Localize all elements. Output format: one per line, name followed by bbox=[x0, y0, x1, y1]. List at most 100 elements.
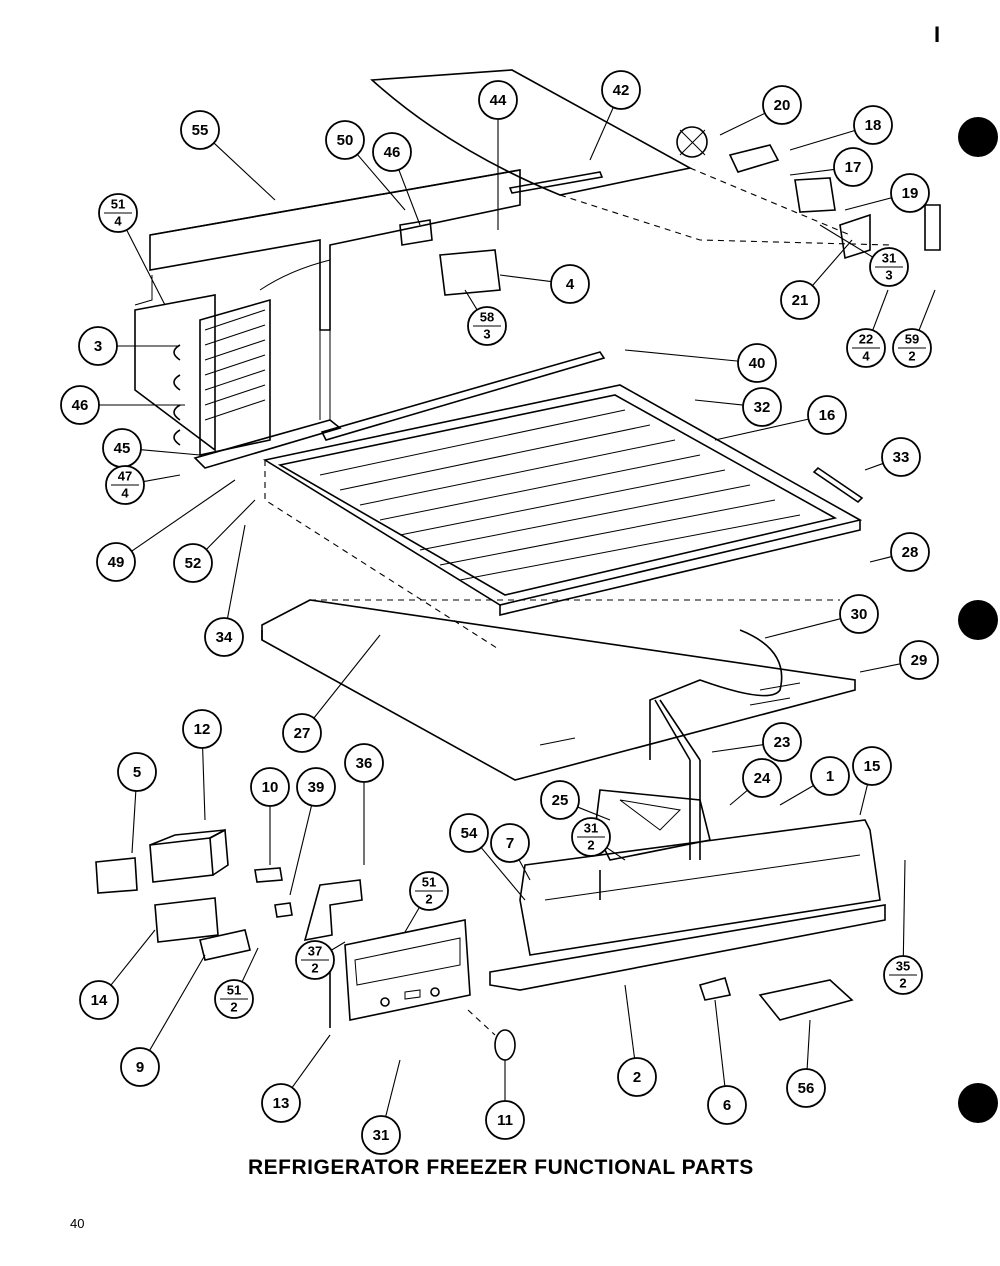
binder-hole-top bbox=[958, 117, 998, 157]
callout-part-number: 51 bbox=[422, 874, 436, 889]
callout-c46b: 46 bbox=[60, 385, 185, 425]
callout-part-number: 11 bbox=[497, 1112, 513, 1129]
callout-leader-line bbox=[241, 947, 259, 983]
callout-quantity: 3 bbox=[885, 267, 892, 282]
callout-c2: 2 bbox=[617, 984, 657, 1097]
callout-circle bbox=[899, 640, 939, 680]
callout-part-number: 16 bbox=[819, 407, 836, 424]
callout-circle bbox=[890, 173, 930, 213]
callout-circle bbox=[881, 437, 921, 477]
corner-mark: I bbox=[934, 22, 940, 47]
callout-circle bbox=[742, 387, 782, 427]
callout-circle bbox=[60, 385, 100, 425]
callout-leader-line bbox=[729, 789, 748, 806]
callout-part-number: 45 bbox=[114, 440, 131, 457]
side-rail bbox=[812, 466, 864, 504]
callout-leader-line bbox=[844, 197, 892, 211]
callout-part-number: 7 bbox=[506, 835, 514, 852]
callout-c3: 3 bbox=[78, 326, 178, 366]
callout-quantity: 2 bbox=[899, 975, 906, 990]
callout-leader-line bbox=[404, 907, 420, 933]
callout-c27: 27 bbox=[282, 634, 381, 753]
callout-leader-line bbox=[789, 129, 855, 151]
callout-circle bbox=[449, 813, 489, 853]
callout-circle bbox=[250, 767, 290, 807]
callout-part-number: 46 bbox=[72, 397, 89, 414]
callout-circle bbox=[485, 1100, 525, 1140]
callout-part-number: 14 bbox=[91, 992, 108, 1009]
callout-leader-line bbox=[859, 784, 869, 816]
callout-c13: 13 bbox=[261, 1034, 331, 1123]
callout-c22: 224 bbox=[846, 289, 889, 368]
callout-circle bbox=[282, 713, 322, 753]
callout-leader-line bbox=[149, 954, 206, 1051]
callout-circle bbox=[204, 617, 244, 657]
mounting-bracket bbox=[758, 979, 854, 1021]
callout-part-number: 33 bbox=[893, 449, 910, 466]
callout-part-number: 18 bbox=[865, 117, 882, 134]
callout-leader-line bbox=[859, 663, 901, 673]
callout-leader-line bbox=[398, 169, 421, 226]
callout-c15: 15 bbox=[852, 746, 892, 816]
callout-part-number: 54 bbox=[461, 825, 478, 842]
bracket-36 bbox=[303, 879, 363, 942]
callout-leader-line bbox=[291, 1034, 331, 1088]
callout-part-number: 31 bbox=[584, 820, 598, 835]
callout-c20: 20 bbox=[719, 85, 802, 136]
callout-circle bbox=[550, 264, 590, 304]
callout-part-number: 52 bbox=[185, 555, 202, 572]
callout-leader-line bbox=[719, 112, 766, 136]
callout-circle bbox=[344, 743, 384, 783]
callout-part-number: 5 bbox=[133, 764, 141, 781]
callout-part-number: 6 bbox=[723, 1097, 731, 1114]
callout-circle bbox=[833, 147, 873, 187]
callout-part-number: 21 bbox=[792, 292, 809, 309]
callout-circle bbox=[78, 326, 118, 366]
callout-part-number: 47 bbox=[118, 468, 132, 483]
callout-leader-line bbox=[819, 224, 874, 258]
callout-circle bbox=[852, 746, 892, 786]
callout-part-number: 37 bbox=[308, 943, 322, 958]
callout-leader-line bbox=[577, 806, 611, 821]
callout-circle bbox=[490, 823, 530, 863]
callout-circle bbox=[810, 756, 850, 796]
callout-circle bbox=[361, 1115, 401, 1155]
callout-c25: 25 bbox=[540, 780, 611, 821]
callout-quantity: 2 bbox=[425, 891, 432, 906]
callout-c21: 21 bbox=[780, 239, 853, 320]
callout-circle bbox=[762, 722, 802, 762]
callout-leader-line bbox=[714, 999, 726, 1087]
freezer-floor-divider bbox=[262, 384, 863, 651]
callout-part-number: 19 bbox=[902, 185, 919, 202]
callout-c31a: 313 bbox=[819, 224, 909, 287]
callout-circle bbox=[182, 709, 222, 749]
callout-part-number: 27 bbox=[294, 725, 311, 742]
defrost-timer bbox=[439, 249, 501, 296]
callout-circle bbox=[117, 752, 157, 792]
callout-circle bbox=[617, 1057, 657, 1097]
callout-part-number: 58 bbox=[480, 309, 494, 324]
callout-c24: 24 bbox=[729, 758, 782, 806]
fan-motor bbox=[794, 177, 836, 213]
light-switch-box bbox=[149, 828, 229, 883]
callout-leader-line bbox=[131, 790, 137, 854]
callout-circle bbox=[372, 132, 412, 172]
callout-c14: 14 bbox=[79, 929, 156, 1020]
callout-part-number: 12 bbox=[194, 721, 211, 738]
callout-part-number: 31 bbox=[882, 250, 896, 265]
callout-c30: 30 bbox=[764, 594, 879, 639]
callout-leader-line bbox=[213, 142, 276, 201]
callout-circle bbox=[96, 542, 136, 582]
callout-c35: 352 bbox=[883, 859, 923, 995]
screw-39 bbox=[274, 902, 293, 918]
callout-quantity: 2 bbox=[311, 960, 318, 975]
callout-c10: 10 bbox=[250, 767, 290, 865]
divider-front-trim bbox=[320, 351, 606, 441]
callout-leader-line bbox=[812, 239, 853, 287]
callout-leader-line bbox=[864, 462, 884, 471]
callout-part-number: 24 bbox=[754, 770, 771, 787]
callout-c51c: 512 bbox=[214, 947, 259, 1019]
callout-leader-line bbox=[226, 524, 246, 619]
callout-leader-line bbox=[918, 289, 936, 331]
